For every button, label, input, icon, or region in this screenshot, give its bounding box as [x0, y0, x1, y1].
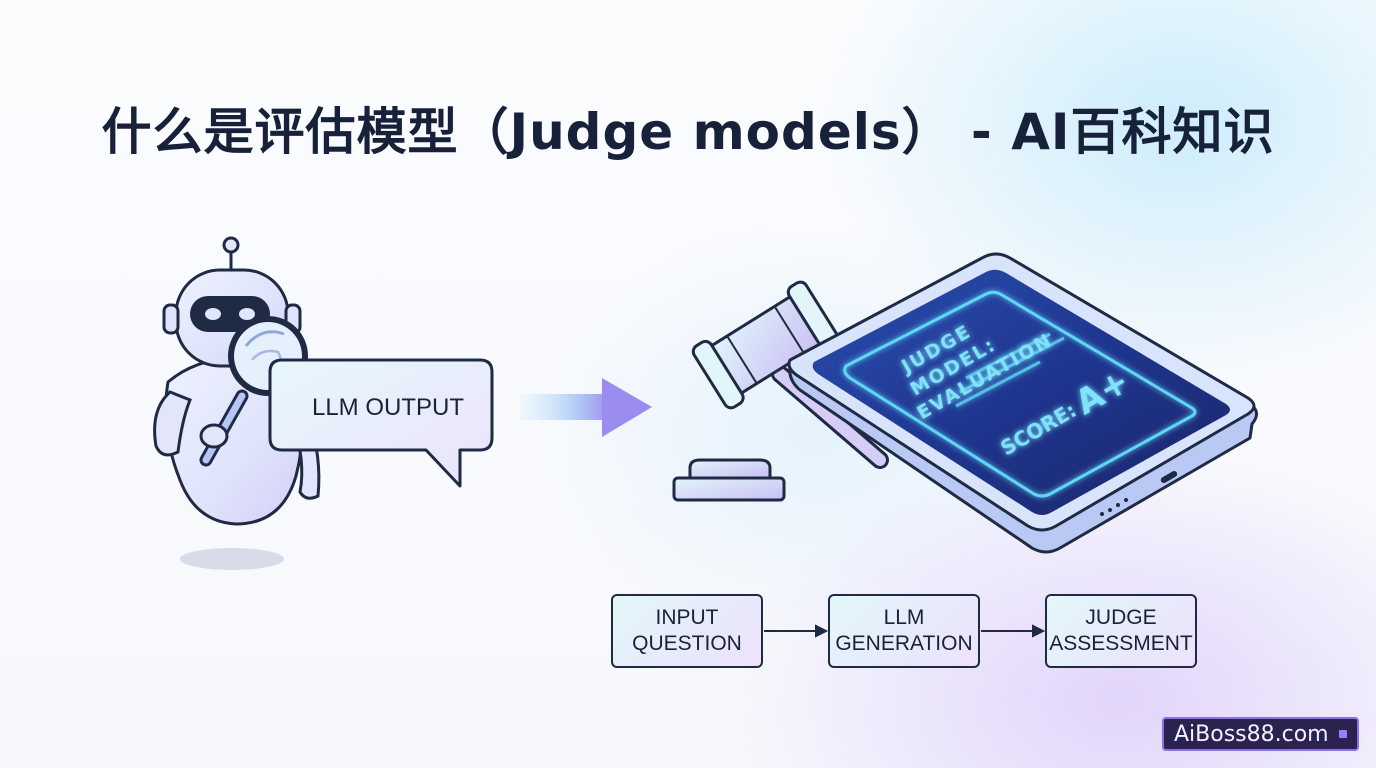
- flow-step-llm-generation: LLM GENERATION: [828, 594, 980, 668]
- flow-step-line1: JUDGE: [1085, 606, 1157, 629]
- gavel-block-top: [688, 458, 772, 480]
- flow-step-line2: ASSESSMENT: [1049, 632, 1193, 655]
- robot-illustration: [153, 236, 321, 570]
- tablet-speaker-dots: [1100, 498, 1128, 516]
- tablet-port: [1160, 470, 1178, 483]
- robot-hand: [199, 423, 229, 449]
- screen-glow-frame: [843, 290, 1197, 498]
- flow-step-line2: QUESTION: [632, 632, 742, 655]
- flow-step-line2: GENERATION: [835, 632, 973, 655]
- robot-left-arm: [153, 390, 192, 457]
- watermark-text: AiBoss88.com: [1174, 721, 1329, 747]
- page-title: 什么是评估模型（Judge models） - AI百科知识: [101, 103, 1275, 161]
- flow-step-line1: LLM: [883, 606, 925, 629]
- robot-left-ear: [162, 303, 180, 335]
- robot-antenna-tip: [222, 236, 240, 254]
- watermark-badge: AiBoss88.com: [1162, 717, 1359, 751]
- watermark-square-icon: [1338, 730, 1347, 738]
- bubble-text: LLM OUTPUT: [312, 394, 464, 421]
- llm-output-bubble: LLM OUTPUT: [268, 358, 494, 488]
- robot-left-eye: [205, 308, 221, 320]
- judge-tablet: JUDGE MODEL: EVALUATION SCORE: A+: [787, 252, 1258, 554]
- robot-shadow: [180, 548, 284, 570]
- robot-right-eye: [239, 308, 255, 320]
- gavel-block-base: [672, 476, 786, 502]
- flow-connectors: [764, 624, 1046, 638]
- flow-step-input-question: INPUT QUESTION: [611, 594, 763, 668]
- flow-step-line1: INPUT: [655, 606, 719, 629]
- flow-step-judge-assessment: JUDGE ASSESSMENT: [1045, 594, 1197, 668]
- flow-arrow: [520, 378, 652, 437]
